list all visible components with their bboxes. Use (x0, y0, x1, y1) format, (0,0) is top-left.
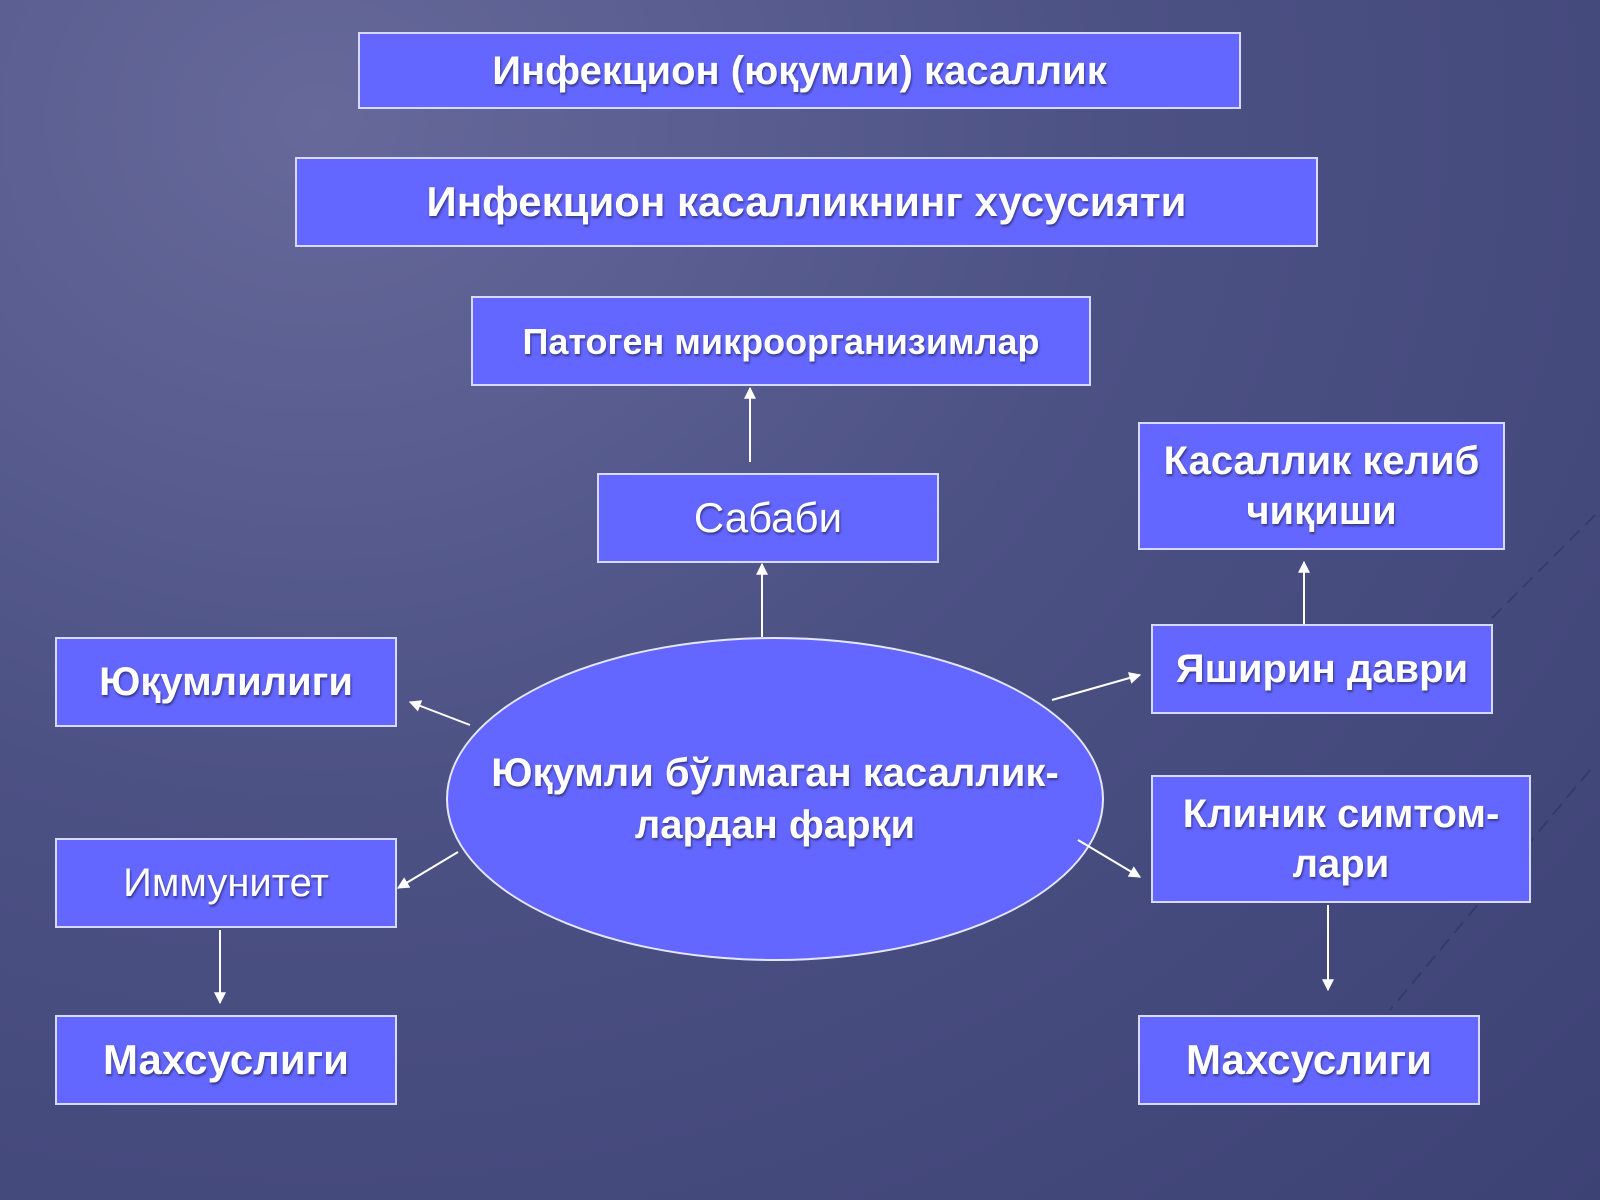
clinical-symptoms-text: Клиник симтом- лари (1182, 792, 1500, 886)
arrow-center-to-immunity (396, 851, 459, 889)
contagiousness-text: Юқумлилиги (99, 660, 353, 704)
specificity-left-box: Махсуслиги (55, 1015, 397, 1105)
center-text: Юқумли бўлмаган касаллик- лардан фарқи (491, 751, 1059, 847)
latent-period-text: Яширин даври (1175, 647, 1469, 691)
pathogens-box: Патоген микроорганизимлар (471, 296, 1091, 386)
immunity-text: Иммунитет (123, 861, 329, 905)
cause-text: Сабаби (693, 493, 843, 541)
disease-origin-box: Касаллик келиб чиқиши (1138, 422, 1505, 550)
arrow-center-to-clinical (1077, 839, 1142, 878)
pathogens-text: Патоген микроорганизимлар (522, 320, 1040, 362)
subtitle-box: Инфекцион касалликнинг хусусияти (295, 157, 1318, 247)
arrow-center-to-latent-period (1051, 672, 1142, 701)
clinical-symptoms-box: Клиник симтом- лари (1151, 775, 1531, 903)
arrow-center-to-contagiousness (408, 700, 471, 726)
immunity-box: Иммунитет (55, 838, 397, 928)
disease-origin-text: Касаллик келиб чиқиши (1163, 439, 1480, 533)
specificity-right-box: Махсуслиги (1138, 1015, 1480, 1105)
contagiousness-box: Юқумлилиги (55, 637, 397, 727)
cause-box: Сабаби (597, 473, 939, 563)
center-ellipse: Юқумли бўлмаган касаллик- лардан фарқи (446, 637, 1104, 961)
title-box: Инфекцион (юқумли) касаллик (358, 32, 1241, 109)
specificity-left-text: Махсуслиги (102, 1035, 349, 1083)
specificity-right-text: Махсуслиги (1185, 1035, 1432, 1083)
latent-period-box: Яширин даври (1151, 624, 1493, 714)
subtitle-text: Инфекцион касалликнинг хусусияти (426, 177, 1187, 225)
title-text: Инфекцион (юқумли) касаллик (492, 48, 1107, 93)
